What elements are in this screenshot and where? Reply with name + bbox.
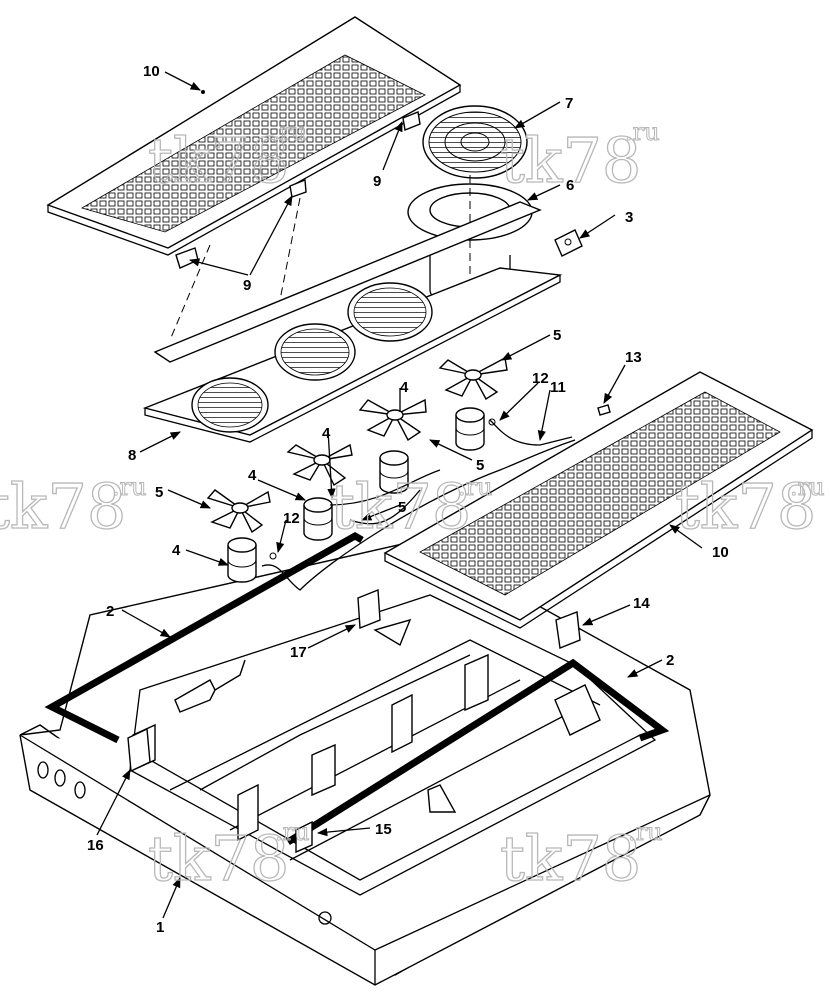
- bracket-17: [357, 588, 381, 630]
- watermark-bottom-left-suffix: .ru: [275, 818, 310, 846]
- callout-6: 6: [566, 177, 574, 194]
- callout-4-top: 4: [400, 379, 409, 396]
- watermark-top-right: tk78: [500, 124, 641, 197]
- callout-1: 1: [156, 919, 164, 936]
- callout-7: 7: [565, 95, 573, 112]
- leader-lines: [96, 71, 703, 919]
- watermark-mid-center-suffix: .ru: [458, 473, 493, 501]
- watermark-top-left: tk78: [148, 124, 289, 197]
- fan-blade-2: [286, 443, 353, 487]
- callout-15: 15: [375, 821, 392, 838]
- fan-blade-3: [358, 398, 427, 442]
- callout-10-bottom: 10: [712, 544, 729, 561]
- watermark-mid-left: tk78: [0, 470, 126, 543]
- callout-12-top: 12: [532, 370, 549, 387]
- watermark-bottom-right: tk78: [500, 822, 641, 895]
- watermark-top-right-suffix: .ru: [625, 118, 660, 146]
- callout-12-bottom: 12: [283, 510, 300, 527]
- fan-guard-top: [422, 105, 528, 179]
- fan-mounting-plate: [142, 197, 563, 443]
- callout-16: 16: [87, 837, 104, 854]
- callout-4-mid: 4: [322, 425, 331, 442]
- watermark-bottom-left: tk78: [148, 822, 289, 895]
- callout-3: 3: [625, 209, 633, 226]
- clip-a: [175, 247, 199, 269]
- watermark-bottom-right-suffix: .ru: [628, 818, 663, 846]
- callout-11: 11: [550, 379, 566, 396]
- watermark-mid-right-suffix: .ru: [790, 473, 825, 501]
- callout-4-bottom: 4: [172, 542, 181, 559]
- bracket-16: [127, 727, 151, 773]
- callout-8: 8: [128, 447, 136, 464]
- callout-13: 13: [625, 349, 642, 366]
- callout-2-right: 2: [666, 652, 674, 669]
- vent-cover-lower: [383, 371, 814, 629]
- callout-10-top: 10: [143, 63, 160, 80]
- gasket-left: [44, 531, 364, 744]
- callout-14: 14: [633, 595, 650, 612]
- callout-5-center: 5: [398, 499, 406, 516]
- fan-blade-1: [206, 489, 271, 534]
- bracket-14: [555, 611, 581, 649]
- callout-17: 17: [290, 644, 307, 661]
- base-housing: [19, 539, 711, 986]
- motor-2: [303, 497, 333, 541]
- watermarks: tk78 .ru tk78 .ru tk78 .ru tk78 .ru tk78…: [0, 118, 825, 896]
- watermark-mid-left-suffix: .ru: [112, 473, 147, 501]
- callout-9-right: 9: [373, 173, 381, 190]
- watermark-mid-right: tk78: [675, 470, 816, 543]
- small-bracket: [554, 229, 583, 257]
- clip-c: [402, 111, 421, 131]
- callout-2-left: 2: [106, 603, 114, 620]
- callout-5-top: 5: [553, 327, 561, 344]
- fan-blade-4: [438, 356, 508, 400]
- callout-5-left: 5: [155, 484, 163, 501]
- gasket-right: [286, 658, 670, 845]
- callout-9-left: 9: [243, 277, 251, 294]
- callout-5-right: 5: [476, 457, 484, 474]
- motor-4: [455, 407, 485, 451]
- vent-cover-upper: [46, 16, 462, 256]
- callout-labels: 10 7 9 6 3 9 5 13 4 12 11 8 4 5 4 5 5 10…: [87, 63, 729, 936]
- motor-1: [227, 537, 257, 583]
- wire-clip: [597, 404, 611, 416]
- watermark-top-left-suffix: .ru: [272, 118, 307, 146]
- callout-4-mid-left: 4: [248, 467, 257, 484]
- wiring-harness: [261, 418, 576, 591]
- watermark-mid-center: tk78: [330, 470, 471, 543]
- motor-3: [379, 450, 409, 494]
- bracket-15: [295, 820, 313, 854]
- clip-b: [289, 178, 307, 198]
